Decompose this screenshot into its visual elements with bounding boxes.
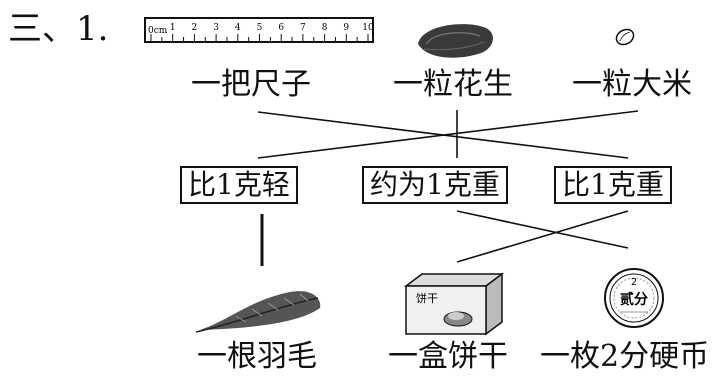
connection-lines — [257, 110, 639, 266]
question-number: 三、1. — [8, 9, 109, 49]
ruler-number: 7 — [300, 23, 306, 33]
line-rice-to-lighter — [257, 110, 639, 159]
box-about-1g: 约为1克重 — [362, 166, 508, 204]
label-rice: 一粒大米 — [572, 67, 692, 102]
box-heavier-than-1g: 比1克重 — [554, 166, 672, 204]
ruler-ticks — [150, 34, 369, 42]
rice-grain-icon — [615, 28, 635, 46]
ruler-number: 9 — [343, 23, 349, 33]
ruler-number: 2 — [192, 23, 198, 33]
ruler-number: 4 — [235, 23, 241, 33]
line-about1g-to-coin — [456, 210, 629, 249]
biscuit-box-label: 饼干 — [416, 291, 438, 305]
ruler-zero-label: 0cm — [148, 26, 168, 36]
feather-icon — [195, 291, 321, 333]
ruler-number: 10 — [362, 23, 374, 33]
coin-text: 贰分 — [620, 291, 648, 308]
ruler-number: 8 — [322, 23, 328, 33]
box-lighter-than-1g: 比1克轻 — [180, 166, 298, 204]
label-coin: 一枚2分硬币 — [540, 339, 710, 374]
label-ruler: 一把尺子 — [191, 67, 311, 102]
ruler-icon: 0cm 1 2 3 4 5 6 7 8 9 10 — [144, 17, 374, 43]
peanut-icon — [418, 24, 493, 58]
ruler-number: 5 — [257, 23, 263, 33]
line-heavier-to-biscuit — [456, 210, 629, 263]
label-feather: 一根羽毛 — [197, 339, 317, 374]
biscuit-box-icon: 饼干 — [403, 272, 505, 336]
label-peanut: 一粒花生 — [393, 67, 513, 102]
ruler-number: 3 — [213, 23, 219, 33]
coin-number: 2 — [631, 277, 637, 288]
ruler-number: 6 — [278, 23, 284, 33]
label-biscuit-box: 一盒饼干 — [388, 339, 508, 374]
coin-icon: 2 贰分 — [604, 268, 664, 328]
ruler-number: 1 — [170, 23, 176, 33]
ruler-numbers: 1 2 3 4 5 6 7 8 9 10 — [170, 23, 374, 33]
